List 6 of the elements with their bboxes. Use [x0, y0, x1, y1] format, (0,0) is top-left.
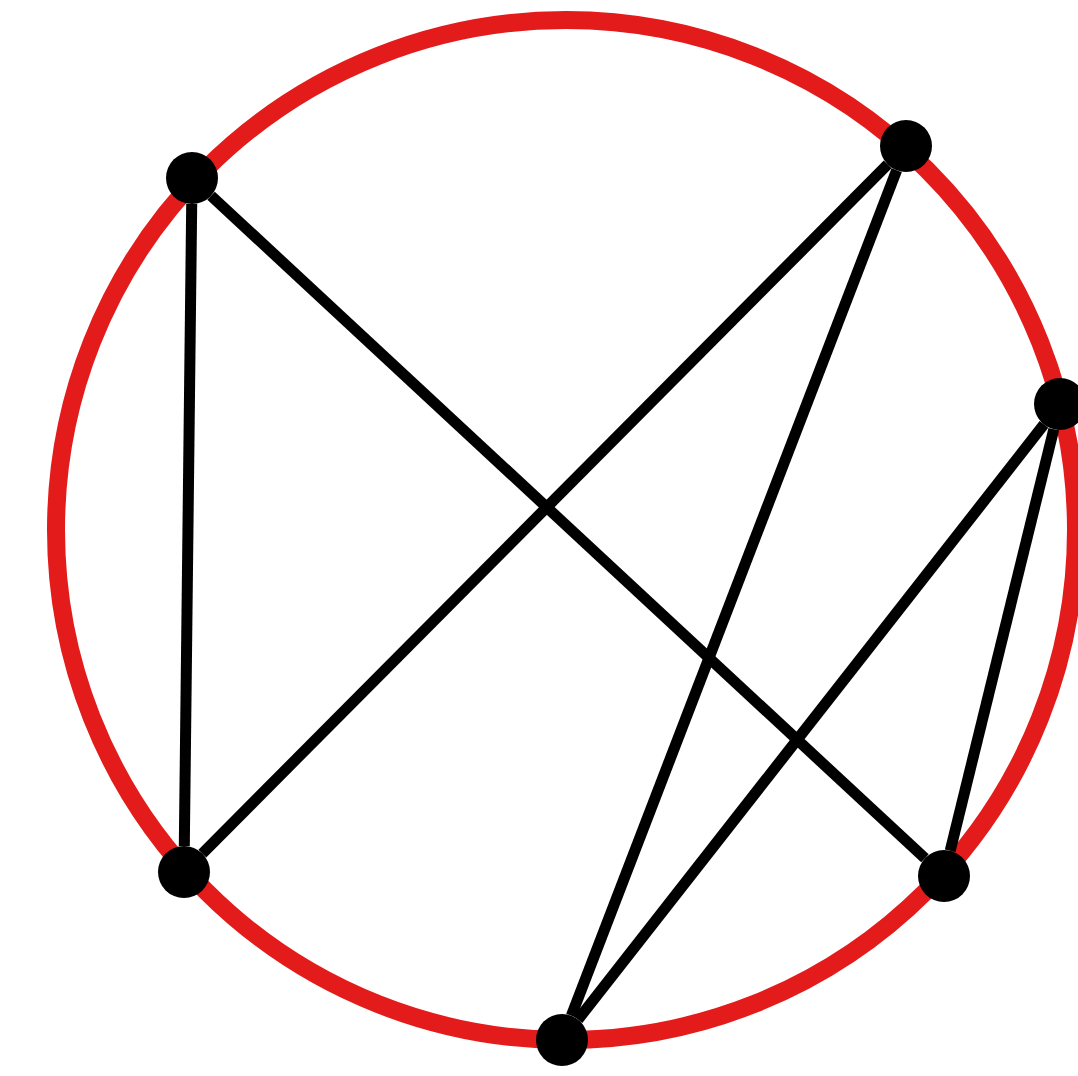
circle-dot: [166, 152, 218, 204]
connector-line: [178, 203, 198, 847]
connector-line: [944, 427, 1060, 853]
circle-dot: [1034, 378, 1078, 430]
circle-dot: [536, 1014, 588, 1066]
connector-line: [573, 421, 1049, 1023]
